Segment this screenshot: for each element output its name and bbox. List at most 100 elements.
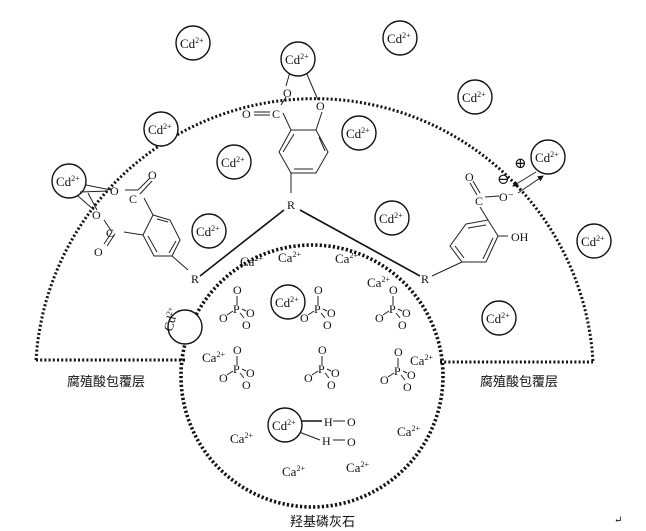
cd-ion-circle xyxy=(175,25,211,61)
cd-ion-label: Cd2+ xyxy=(148,122,172,137)
cd-ion: Cd2+ xyxy=(280,41,316,77)
atom-o: O xyxy=(394,345,403,359)
label-humic-layer-right: 腐殖酸包覆层 xyxy=(480,374,558,389)
atom-o: O xyxy=(233,283,242,297)
atom-c: C xyxy=(272,107,280,121)
cd-ion-label: Cd2+ xyxy=(379,211,403,226)
cd-ion: Cd2+ xyxy=(481,300,517,336)
cd-ion-circle xyxy=(143,111,179,147)
ca-ion: Ca2+ xyxy=(346,460,369,475)
atom-o: O xyxy=(316,99,325,113)
atom-c: C xyxy=(106,226,114,240)
cd-ion-label: Cd2+ xyxy=(221,155,245,170)
cd-ion-label: Cd2+ xyxy=(535,150,559,165)
atom-o: O xyxy=(148,168,157,182)
cd-ion-label: Cd2+ xyxy=(180,36,204,51)
cd-ion-circle xyxy=(267,407,303,443)
atom-o: O xyxy=(300,311,309,325)
r-linker-left xyxy=(199,209,285,277)
cd-ion: Cd2+ xyxy=(576,223,612,259)
atom-o-minus: O⁻ xyxy=(499,190,514,204)
atom-o: O xyxy=(402,306,411,320)
atom-p: P xyxy=(233,302,240,316)
atom-o: O xyxy=(314,283,323,297)
atom-o: O xyxy=(347,435,356,449)
atom-o: O xyxy=(327,306,336,320)
cd-ion-circle xyxy=(51,163,87,199)
right-molecule xyxy=(431,171,544,277)
atom-o: O xyxy=(347,415,356,429)
r-linker-right xyxy=(299,209,421,277)
cd-ion-label: Cd2+ xyxy=(346,126,370,141)
atom-r: R xyxy=(191,272,199,286)
atom-o: O xyxy=(389,283,398,297)
cd-ion-circle xyxy=(382,20,418,56)
cd-ion: Cd2+ xyxy=(374,200,410,236)
atom-o: O xyxy=(242,318,251,332)
cd-ion-circle xyxy=(530,139,566,175)
cd-ion-label: Cd2+ xyxy=(160,306,181,333)
atom-r: R xyxy=(421,272,429,286)
atom-o: O xyxy=(327,378,336,392)
atom-o: O xyxy=(242,107,251,121)
cd-ion-label: Cd2+ xyxy=(462,90,486,105)
ca-ion: Ca2+ xyxy=(240,254,263,269)
cd-ion-label: Cd2+ xyxy=(272,418,296,433)
cd-ion: Cd2+ xyxy=(270,284,306,320)
cd-ion-circle xyxy=(341,115,377,151)
calcium-ions: Ca2+Ca2+Ca2+Ca2+Ca2+Ca2+Ca2+Ca2+Ca2+Ca2+ xyxy=(202,250,433,479)
label-humic-layer-left: 腐殖酸包覆层 xyxy=(67,374,145,389)
atom-o: O xyxy=(246,366,255,380)
cd-ion-label: Cd2+ xyxy=(285,52,309,67)
cadmium-ions: Cd2+ Cd2+ Cd2+ Cd2+ Cd2+ Cd2+ Cd2+ Cd2+ Cd2+ Cd2+… xyxy=(51,20,612,443)
atom-p: P xyxy=(394,364,401,378)
atom-p: P xyxy=(318,362,325,376)
atom-o: O xyxy=(403,380,412,394)
atom-h: H xyxy=(322,434,331,448)
cd-ion: Cd2+ xyxy=(267,407,303,443)
atom-o: O xyxy=(323,318,332,332)
cd-ion: Cd2+ xyxy=(341,115,377,151)
atom-c: C xyxy=(129,192,137,206)
cd-ion: Cd2+ xyxy=(160,306,203,345)
ca-ion: Ca2+ xyxy=(335,251,358,266)
hydrogen-bonds xyxy=(298,420,345,441)
atom-h: H xyxy=(324,415,333,429)
atom-c: C xyxy=(475,194,483,208)
humic-coating-boundary xyxy=(34,97,595,363)
cd-ion: Cd2+ xyxy=(143,111,179,147)
label-hydroxyapatite: 羟基磷灰石 xyxy=(290,514,355,529)
cd-ion-label: Cd2+ xyxy=(486,311,510,326)
cd-ion-label: Cd2+ xyxy=(56,174,80,189)
ca-ion: Ca2+ xyxy=(282,464,305,479)
atom-o: O xyxy=(219,311,228,325)
atom-o: O xyxy=(407,368,416,382)
cd-ion-circle xyxy=(280,41,316,77)
ca-ion: Ca2+ xyxy=(230,431,253,446)
atom-o: O xyxy=(331,366,340,380)
cd-ion-circle xyxy=(374,200,410,236)
plus-charge-icon: ⊕ xyxy=(514,156,527,172)
atom-o: O xyxy=(246,306,255,320)
cd-ion-circle xyxy=(481,300,517,336)
cd-ion-circle xyxy=(216,144,252,180)
cd-ion-label: Cd2+ xyxy=(196,224,220,239)
cd-ion-circle xyxy=(270,284,306,320)
atom-o: O xyxy=(304,371,313,385)
atom-o: O xyxy=(318,343,327,357)
ca-ion: Ca2+ xyxy=(397,424,420,439)
atom-o: O xyxy=(380,373,389,387)
cd-ion-circle xyxy=(457,79,493,115)
atom-o: O xyxy=(283,86,292,100)
atom-o: O xyxy=(398,318,407,332)
cd-ion: Cd2+ xyxy=(51,163,87,199)
atom-o: O xyxy=(110,184,119,198)
cd-ion: Cd2+ xyxy=(175,25,211,61)
